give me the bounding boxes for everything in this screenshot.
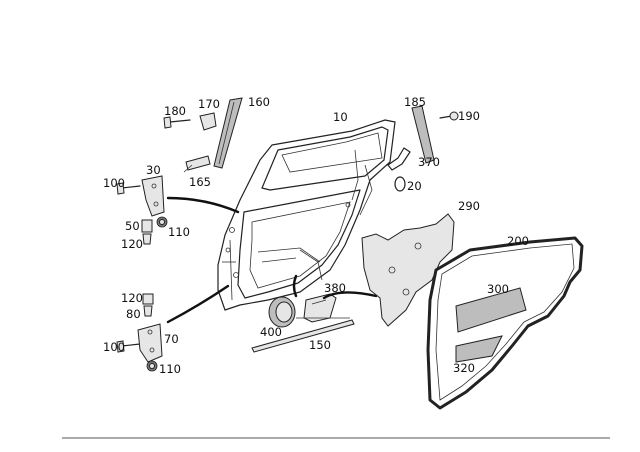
callout-170: 170 — [198, 97, 220, 111]
callout-110-bottom: 110 — [159, 362, 181, 376]
callout-100-top: 100 — [103, 176, 125, 190]
screw-190 — [439, 111, 459, 121]
callout-120-bottom: 120 — [121, 291, 143, 305]
insulation-pad-320 — [455, 335, 503, 363]
arrow-to-speaker — [292, 274, 298, 298]
callout-200: 200 — [507, 234, 529, 248]
callout-290: 290 — [458, 199, 480, 213]
callout-160: 160 — [248, 95, 270, 109]
screw-180 — [163, 116, 191, 129]
insulation-panel-290 — [361, 213, 455, 327]
grommet-20 — [394, 176, 406, 192]
callout-120-top: 120 — [121, 237, 143, 251]
door-shell — [217, 119, 396, 311]
door-seal-200 — [426, 236, 584, 410]
callout-185: 185 — [404, 95, 426, 109]
trim-strip-185 — [411, 105, 435, 164]
arrow-to-bracket — [322, 291, 378, 300]
callout-180: 180 — [164, 104, 186, 118]
callout-50: 50 — [125, 219, 140, 233]
callout-20: 20 — [407, 179, 422, 193]
trim-strip-150 — [251, 319, 355, 353]
callout-80: 80 — [126, 307, 141, 321]
callout-370: 370 — [418, 155, 440, 169]
insulation-pad-300 — [455, 287, 527, 333]
upper-hinge-group — [116, 175, 240, 245]
callout-70: 70 — [164, 332, 179, 346]
callout-165: 165 — [189, 175, 211, 189]
seal-piece-370 — [387, 147, 411, 171]
bracket-380 — [296, 293, 350, 323]
callout-30: 30 — [146, 163, 161, 177]
window-guide-rail-160 — [213, 97, 243, 169]
callout-190: 190 — [458, 109, 480, 123]
guide-clip-170 — [199, 112, 217, 131]
bracket-165 — [183, 155, 211, 173]
callout-10: 10 — [333, 110, 348, 124]
callout-150: 150 — [309, 338, 331, 352]
callout-100-bottom: 100 — [103, 340, 125, 354]
callout-380: 380 — [324, 281, 346, 295]
callout-320: 320 — [453, 361, 475, 375]
callout-110-top: 110 — [168, 225, 190, 239]
callout-300: 300 — [487, 282, 509, 296]
lower-hinge-group — [116, 284, 230, 372]
callout-400: 400 — [260, 325, 282, 339]
speaker-400 — [268, 296, 296, 328]
